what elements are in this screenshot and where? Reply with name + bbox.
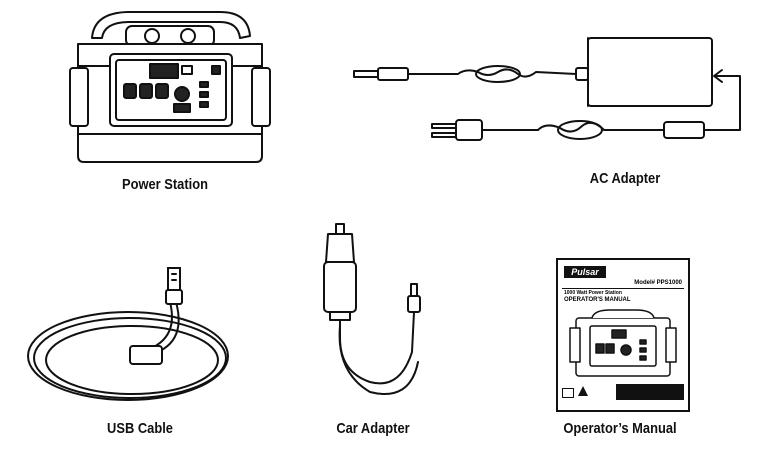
- operators-manual-label: Operator’s Manual: [563, 420, 677, 437]
- manual-divider: [562, 288, 684, 289]
- car-adapter-illustration: [323, 223, 421, 395]
- manual-cover-illustration: [569, 309, 677, 377]
- manual-footer-box: [616, 384, 684, 400]
- manual-subtitle: 1000 Watt Power Station: [564, 290, 622, 296]
- car-adapter-label: Car Adapter: [336, 420, 410, 437]
- power-station-label: Power Station: [121, 176, 208, 193]
- manual-model: Model# PPS1000: [634, 280, 682, 286]
- book-icon: [562, 388, 574, 398]
- warning-icon: [578, 386, 588, 396]
- manual-title: OPERATOR'S MANUAL: [564, 297, 631, 303]
- manual-brand-logo: Pulsar: [564, 266, 606, 278]
- power-station-illustration: [69, 11, 271, 163]
- usb-cable-label: USB Cable: [107, 420, 173, 437]
- ac-adapter-illustration: [353, 37, 741, 141]
- manual-booklet: Pulsar Model# PPS1000 1000 Watt Power St…: [556, 258, 690, 412]
- manual-footer: [562, 384, 684, 402]
- usb-cable-illustration: [27, 267, 229, 401]
- ac-adapter-label: AC Adapter: [589, 170, 661, 187]
